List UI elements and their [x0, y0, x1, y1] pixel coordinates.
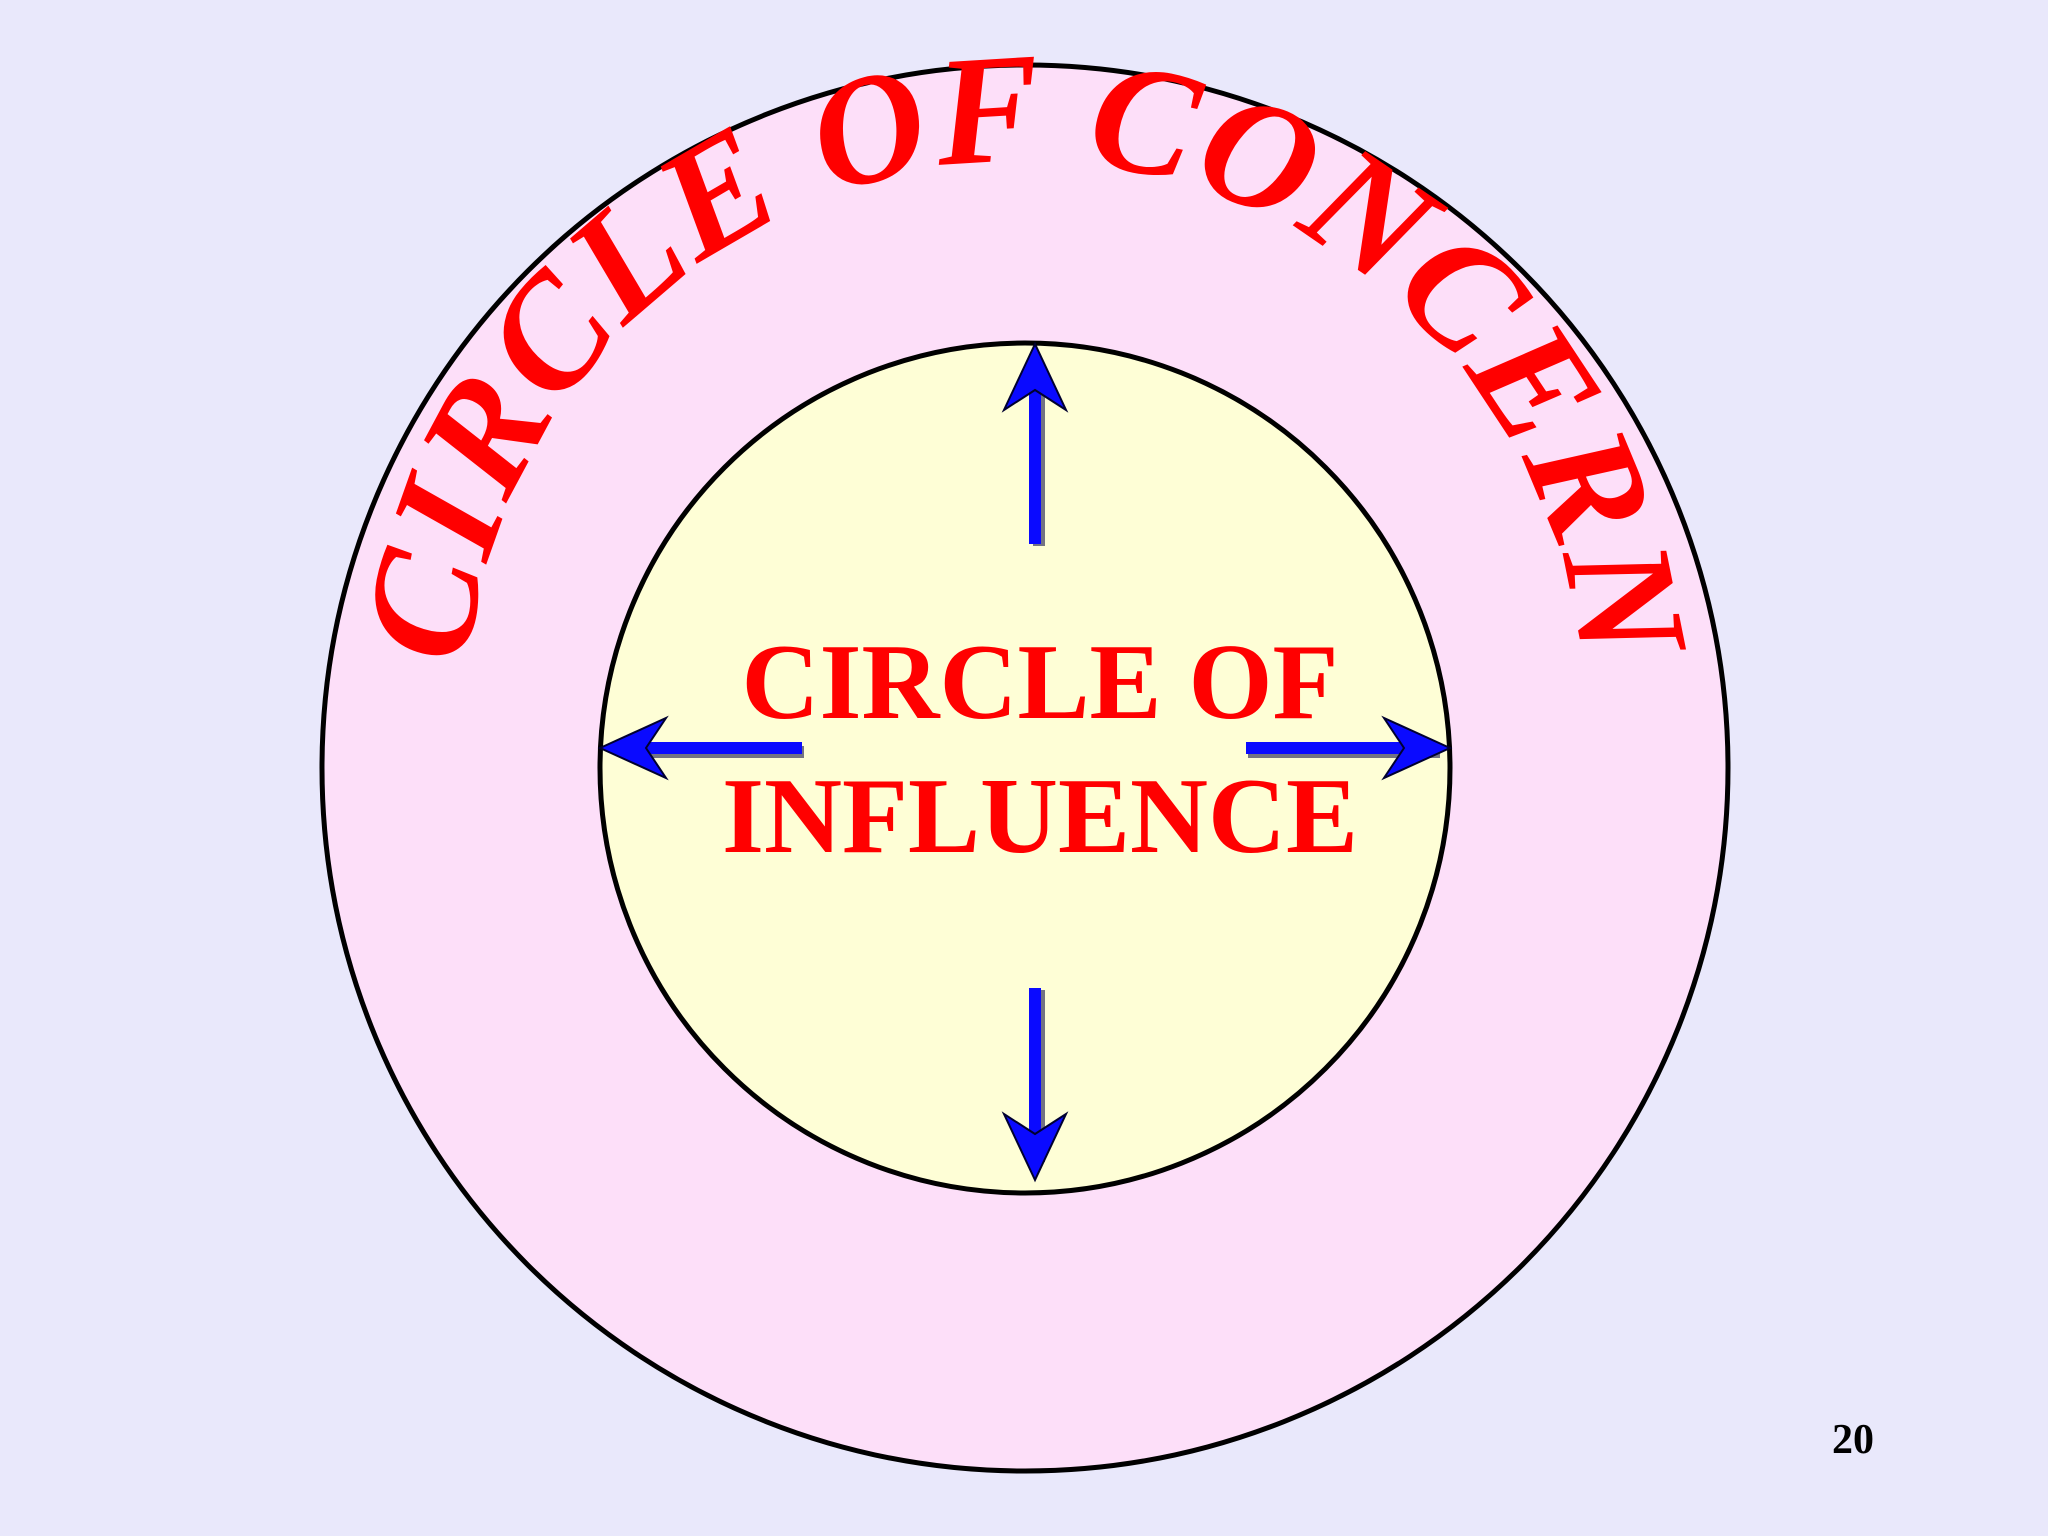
slide-number: 20 [1832, 1417, 1874, 1463]
arrowhead-right [1381, 715, 1453, 781]
influence-label-line1: CIRCLE OF [741, 623, 1338, 742]
inner-circle-influence [597, 340, 1453, 1196]
arrowheads [597, 341, 1453, 1183]
influence-label-line2: INFLUENCE [722, 757, 1358, 876]
arrowhead-down [1001, 1111, 1069, 1183]
arrowhead-up [1001, 341, 1069, 413]
arrowhead-left [597, 715, 669, 781]
